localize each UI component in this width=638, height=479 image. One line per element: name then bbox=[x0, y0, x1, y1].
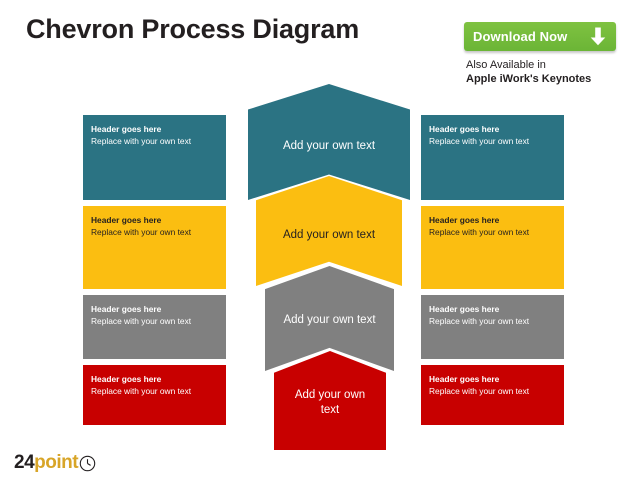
availability-line-1: Also Available in bbox=[466, 59, 546, 71]
card-body: Replace with your own text bbox=[429, 316, 530, 326]
card-header: Header goes here bbox=[91, 215, 162, 225]
card-body: Replace with your own text bbox=[429, 227, 530, 237]
card-body: Replace with your own text bbox=[429, 136, 530, 146]
page-title: Chevron Process Diagram bbox=[26, 14, 360, 44]
card-header: Header goes here bbox=[429, 215, 500, 225]
chevron-label: Add your own text bbox=[282, 228, 376, 241]
availability-line-2: Apple iWork's Keynotes bbox=[466, 73, 592, 85]
download-now-label: Download Now bbox=[473, 29, 568, 44]
right-card-1[interactable]: Header goes here Replace with your own t… bbox=[421, 115, 564, 200]
card-header: Header goes here bbox=[91, 374, 162, 384]
left-column: Header goes here Replace with your own t… bbox=[83, 115, 226, 431]
brand-logo: 24 point bbox=[14, 452, 96, 474]
left-card-4[interactable]: Header goes here Replace with your own t… bbox=[83, 365, 226, 425]
right-card-2[interactable]: Header goes here Replace with your own t… bbox=[421, 206, 564, 289]
right-card-4[interactable]: Header goes here Replace with your own t… bbox=[421, 365, 564, 425]
chevron-label: Add your own text bbox=[283, 314, 376, 326]
download-arrow-icon bbox=[589, 27, 607, 46]
card-body: Replace with your own text bbox=[91, 386, 192, 396]
card-body: Replace with your own text bbox=[91, 316, 192, 326]
chevron-4[interactable]: Add your own text bbox=[274, 351, 386, 450]
left-card-2[interactable]: Header goes here Replace with your own t… bbox=[83, 206, 226, 289]
card-header: Header goes here bbox=[429, 304, 500, 314]
right-column: Header goes here Replace with your own t… bbox=[421, 115, 564, 431]
availability-note: Also Available in Apple iWork's Keynotes bbox=[466, 58, 636, 86]
download-now-button[interactable]: Download Now bbox=[464, 22, 616, 51]
chevron-label: Add your own text bbox=[294, 388, 366, 416]
chevron-stack: Add your own text Add your own text Add … bbox=[243, 84, 423, 450]
card-body: Replace with your own text bbox=[91, 136, 192, 146]
card-body: Replace with your own text bbox=[91, 227, 192, 237]
right-card-3[interactable]: Header goes here Replace with your own t… bbox=[421, 295, 564, 359]
clock-icon bbox=[78, 455, 96, 472]
card-header: Header goes here bbox=[429, 124, 500, 134]
logo-number: 24 bbox=[14, 452, 35, 473]
card-header: Header goes here bbox=[429, 374, 500, 384]
logo-word: point bbox=[34, 452, 79, 473]
card-header: Header goes here bbox=[91, 304, 162, 314]
card-header: Header goes here bbox=[91, 124, 162, 134]
card-body: Replace with your own text bbox=[429, 386, 530, 396]
chevron-label: Add your own text bbox=[282, 139, 376, 152]
left-card-3[interactable]: Header goes here Replace with your own t… bbox=[83, 295, 226, 359]
left-card-1[interactable]: Header goes here Replace with your own t… bbox=[83, 115, 226, 200]
